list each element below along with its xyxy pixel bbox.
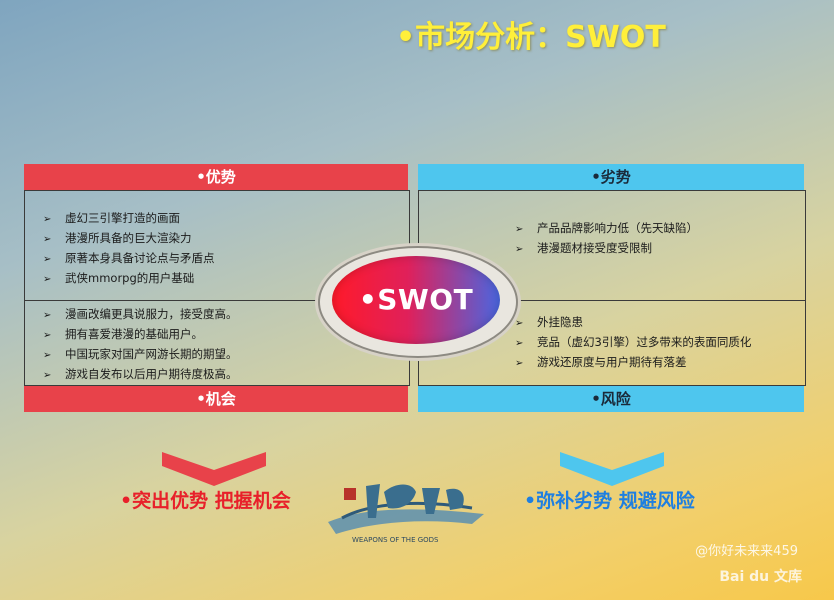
watermark-text: @你好未来来459 <box>695 544 798 559</box>
list-item: ➢外挂隐患 <box>515 313 805 333</box>
list-item: ➢竞品（虚幻3引擎）过多带来的表面同质化 <box>515 333 805 353</box>
list-item: ➢游戏自发布以后用户期待度极高。 <box>43 365 409 385</box>
arrow-bullet-icon: ➢ <box>515 358 524 369</box>
arrow-bullet-icon: ➢ <box>43 234 52 245</box>
brand-logo: Bai du 文库 <box>719 569 802 585</box>
list-item: ➢中国玩家对国产网游长期的期望。 <box>43 345 409 365</box>
arrow-bullet-icon: ➢ <box>515 244 524 255</box>
strengths-header: •优势 <box>24 164 408 190</box>
list-item: ➢港漫题材接受度受限制 <box>515 239 805 259</box>
list-item: ➢游戏还原度与用户期待有落差 <box>515 353 805 373</box>
list-item: ➢原著本身具备讨论点与矛盾点 <box>43 249 409 269</box>
arrow-bullet-icon: ➢ <box>43 254 52 265</box>
list-item: ➢漫画改编更具说服力，接受度高。 <box>43 305 409 325</box>
opportunities-header: •机会 <box>24 386 408 412</box>
slide-title: •市场分析：SWOT <box>396 20 666 55</box>
red-chevron-icon <box>162 452 266 486</box>
threats-header: •风险 <box>418 386 804 412</box>
left-strategy-text: •突出优势 把握机会 <box>120 490 291 512</box>
arrow-bullet-icon: ➢ <box>43 330 52 341</box>
strengths-box: ➢虚幻三引擎打造的画面 ➢港漫所具备的巨大渲染力 ➢原著本身具备讨论点与矛盾点 … <box>24 190 410 301</box>
arrow-bullet-icon: ➢ <box>43 274 52 285</box>
right-strategy-text: •弥补劣势 规避风险 <box>524 490 695 512</box>
swot-ellipse <box>332 256 500 344</box>
weaknesses-box: ➢产品品牌影响力低（先天缺陷） ➢港漫题材接受度受限制 <box>418 190 806 301</box>
swot-center-label: •SWOT <box>358 283 474 316</box>
arrow-bullet-icon: ➢ <box>43 350 52 361</box>
arrow-bullet-icon: ➢ <box>515 318 524 329</box>
arrow-bullet-icon: ➢ <box>515 338 524 349</box>
weaknesses-header: •劣势 <box>418 164 804 190</box>
opportunities-box: ➢漫画改编更具说服力，接受度高。 ➢拥有喜爱港漫的基础用户。 ➢中国玩家对国产网… <box>24 300 410 386</box>
arrow-bullet-icon: ➢ <box>43 310 52 321</box>
arrow-bullet-icon: ➢ <box>515 224 524 235</box>
list-item: ➢虚幻三引擎打造的画面 <box>43 209 409 229</box>
arrow-bullet-icon: ➢ <box>43 214 52 225</box>
list-item: ➢武侠mmorpg的用户基础 <box>43 269 409 289</box>
list-item: ➢产品品牌影响力低（先天缺陷） <box>515 219 805 239</box>
svg-text:WEAPONS OF THE GODS: WEAPONS OF THE GODS <box>352 536 439 544</box>
arrow-bullet-icon: ➢ <box>43 370 52 381</box>
list-item: ➢港漫所具备的巨大渲染力 <box>43 229 409 249</box>
blue-chevron-icon <box>560 452 664 486</box>
game-logo-icon: WEAPONS OF THE GODS <box>328 484 484 544</box>
list-item: ➢拥有喜爱港漫的基础用户。 <box>43 325 409 345</box>
